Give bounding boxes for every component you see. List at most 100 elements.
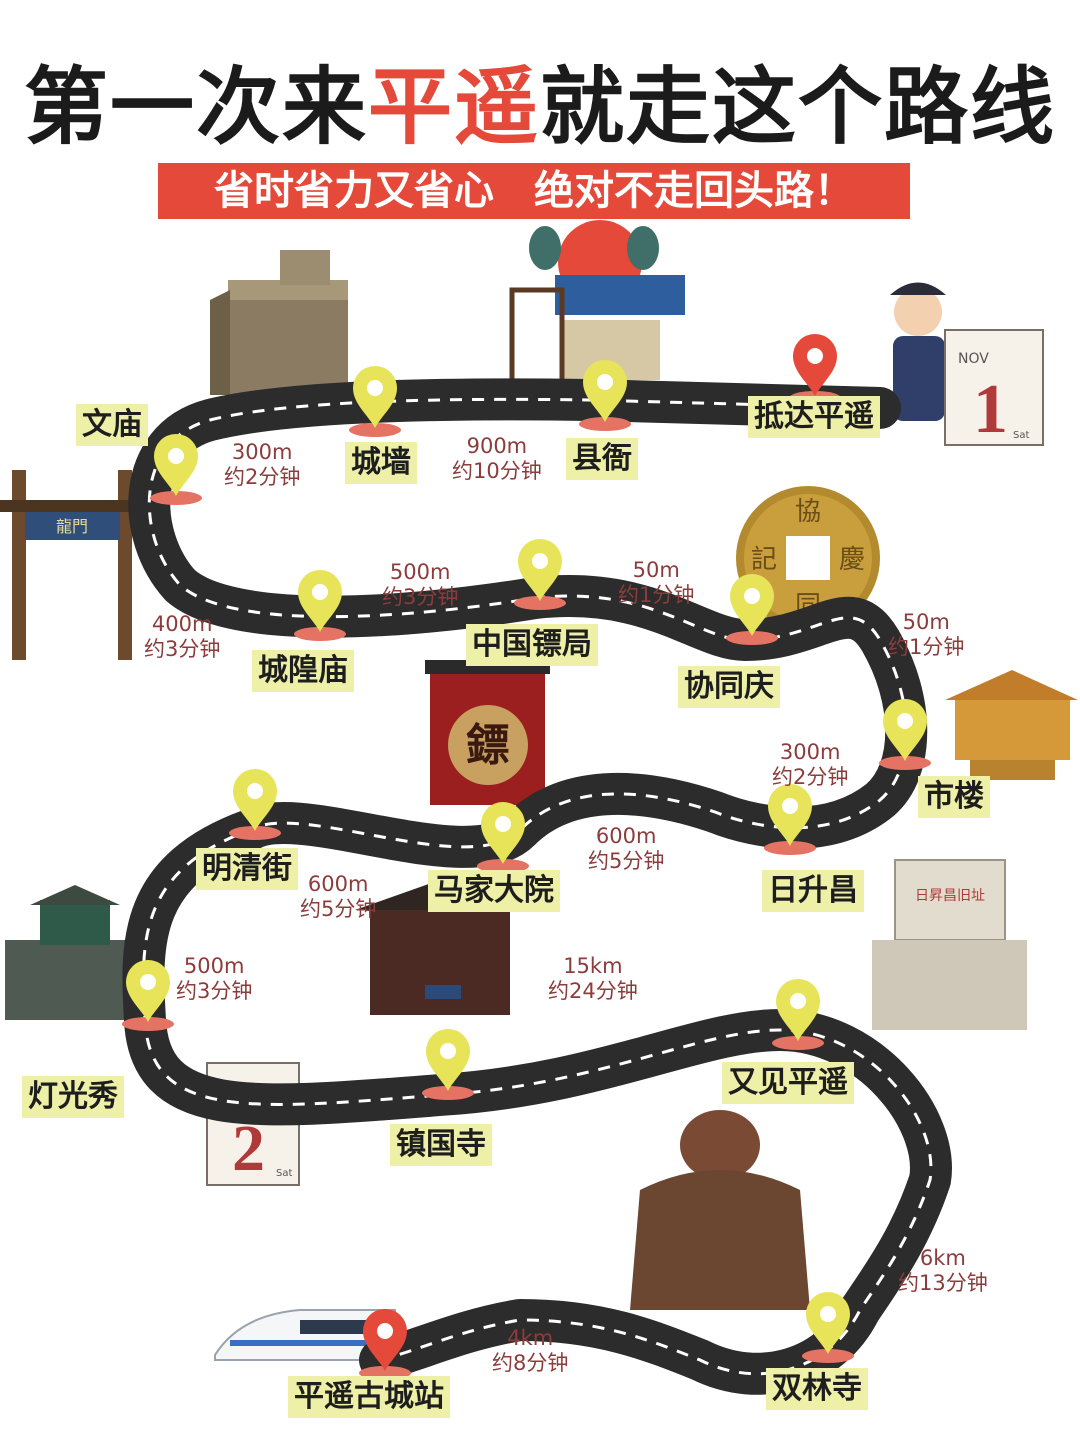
- pin-hole: [140, 974, 156, 990]
- coin-char-top: 協: [795, 497, 821, 527]
- coin-char-right: 慶: [839, 545, 865, 575]
- pin-hole: [807, 348, 823, 364]
- yellow-location-pin-icon: [514, 539, 566, 610]
- pin-shadow: [349, 423, 401, 437]
- pin-body: [298, 570, 342, 632]
- pin-shadow: [514, 596, 566, 610]
- dragon-gate-illustration: 龍門: [0, 470, 145, 660]
- yellow-location-pin-icon: [294, 570, 346, 641]
- stop-label-city-wall[interactable]: 城墙: [345, 442, 417, 484]
- pin-hole: [377, 1323, 393, 1339]
- pin-hole: [247, 783, 263, 799]
- official-figure-illustration: [890, 282, 946, 421]
- shilou-tower-illustration: [945, 670, 1078, 780]
- yellow-location-pin-icon: [726, 574, 778, 645]
- pin-shadow: [764, 841, 816, 855]
- rishengchang-stone-illustration: 日昇昌旧址: [872, 859, 1027, 1030]
- stop-label-rishengchang[interactable]: 日升昌: [762, 870, 864, 912]
- pin-shadow: [772, 1036, 824, 1050]
- stop-label-shilou[interactable]: 市楼: [918, 776, 990, 818]
- pin-hole: [820, 1306, 836, 1322]
- pin-body: [481, 802, 525, 864]
- pin-body: [233, 769, 277, 831]
- pin-hole: [440, 1043, 456, 1059]
- yellow-location-pin-icon: [422, 1029, 474, 1100]
- pin-body: [806, 1292, 850, 1354]
- pin-hole: [532, 553, 548, 569]
- stop-label-county-yamen[interactable]: 县衙: [566, 438, 638, 480]
- pin-shadow: [229, 826, 281, 840]
- calendar-1-weekday: Sat: [1013, 430, 1029, 441]
- yellow-location-pin-icon: [579, 360, 631, 431]
- yellow-location-pin-icon: [122, 960, 174, 1031]
- stop-label-china-escort[interactable]: 中国镖局: [466, 624, 598, 666]
- calendar-1-day: 1: [973, 371, 1008, 448]
- stop-label-mingqing-street[interactable]: 明清街: [196, 848, 298, 890]
- red-location-pin-icon: [359, 1309, 411, 1380]
- pin-body: [776, 979, 820, 1041]
- pin-hole: [495, 816, 511, 832]
- pin-hole: [312, 584, 328, 600]
- pin-shadow: [294, 627, 346, 641]
- title-highlight: 平遥: [367, 57, 540, 156]
- biao-character: 鏢: [466, 720, 510, 771]
- gate-plaque-text: 龍門: [56, 517, 88, 536]
- stop-label-ancient-city-station[interactable]: 平遥古城站: [288, 1376, 450, 1418]
- red-location-pin-icon: [789, 334, 841, 405]
- stop-label-ma-family-courtyard[interactable]: 马家大院: [428, 870, 560, 912]
- title-part1: 第一次来: [23, 57, 368, 156]
- yellow-location-pin-icon: [229, 769, 281, 840]
- pin-body: [883, 699, 927, 761]
- rishengchang-stone-text: 日昇昌旧址: [915, 888, 985, 904]
- yellow-location-pin-icon: [879, 699, 931, 770]
- biaoju-gate-illustration: 鏢: [425, 660, 550, 805]
- yellow-location-pin-icon: [772, 979, 824, 1050]
- pin-shadow: [150, 491, 202, 505]
- pin-hole: [367, 380, 383, 396]
- yellow-location-pin-icon: [349, 366, 401, 437]
- pin-shadow: [726, 631, 778, 645]
- yellow-location-pin-icon: [764, 784, 816, 855]
- pin-shadow: [879, 756, 931, 770]
- pin-body: [353, 366, 397, 428]
- pin-hole: [168, 448, 184, 464]
- pin-body: [363, 1309, 407, 1371]
- city-wall-illustration: [210, 250, 348, 395]
- pin-hole: [744, 588, 760, 604]
- pin-hole: [790, 993, 806, 1009]
- stop-label-again-pingyao[interactable]: 又见平遥: [722, 1062, 854, 1104]
- title-part2: 就走这个路线: [540, 57, 1057, 156]
- stop-label-shuanglin-temple[interactable]: 双林寺: [766, 1368, 868, 1410]
- pin-body: [583, 360, 627, 422]
- stop-label-xietongqing[interactable]: 协同庆: [678, 666, 780, 708]
- pin-body: [154, 434, 198, 496]
- pin-body: [793, 334, 837, 396]
- stop-label-zhenguo-temple[interactable]: 镇国寺: [390, 1124, 492, 1166]
- yellow-location-pin-icon: [802, 1292, 854, 1363]
- pin-body: [518, 539, 562, 601]
- stop-label-arrive-pingyao[interactable]: 抵达平遥: [748, 396, 880, 438]
- pin-shadow: [579, 417, 631, 431]
- pin-shadow: [477, 859, 529, 873]
- stop-label-confucius-temple[interactable]: 文庙: [76, 404, 148, 446]
- calendar-1-month: NOV: [958, 351, 989, 367]
- coin-char-left: 記: [751, 545, 777, 575]
- stop-label-light-show[interactable]: 灯光秀: [22, 1076, 124, 1118]
- stop-label-city-god-temple[interactable]: 城隍庙: [252, 650, 354, 692]
- yellow-location-pin-icon: [477, 802, 529, 873]
- yellow-location-pin-icon: [150, 434, 202, 505]
- pins-layer: [122, 334, 931, 1380]
